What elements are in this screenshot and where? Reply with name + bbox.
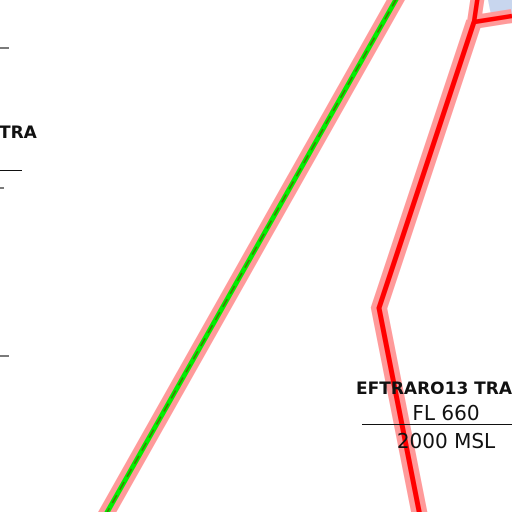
- airspace-lower-limit: 2000 MSL: [396, 429, 496, 453]
- route-line: [104, 0, 399, 512]
- left-airspace-name: TRA: [0, 123, 37, 143]
- airspace-boundary-line: [376, 21, 477, 512]
- route-centerline-dashes: [106, 0, 397, 512]
- airspace-name: EFTRARO13 TRA: [356, 379, 512, 399]
- airspace-label-divider: [362, 424, 512, 425]
- airspace-upper-limit: FL 660: [412, 401, 480, 425]
- left-label-divider: [0, 170, 22, 171]
